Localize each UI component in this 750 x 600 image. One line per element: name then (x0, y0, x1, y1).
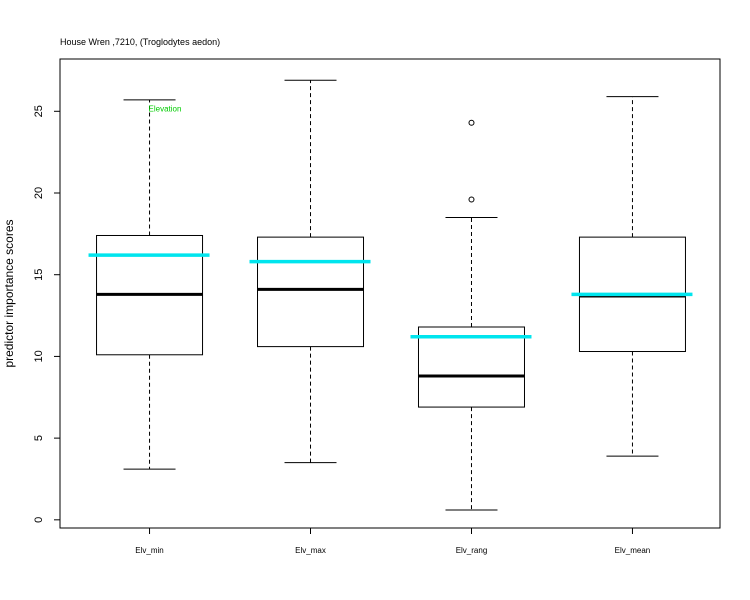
outlier-point (468, 196, 475, 203)
boxes (88, 79, 693, 511)
plot-frame (59, 58, 721, 529)
y-axis: 0 5 10 15 20 25 (33, 105, 60, 523)
y-tick-label: 20 (33, 187, 45, 199)
x-axis-labels: Elv_min Elv_max Elv_rang Elv_mean (135, 528, 650, 555)
box-Elv_min (88, 99, 210, 470)
x-tick-label: Elv_min (135, 546, 163, 555)
y-tick-label: 25 (33, 105, 45, 117)
box-Elv_rang (410, 119, 532, 511)
x-tick-label: Elv_mean (615, 546, 651, 555)
box-body (257, 236, 365, 348)
y-axis-label: predictor importance scores (2, 219, 16, 367)
box-Elv_max (249, 79, 371, 464)
y-tick-label: 10 (33, 350, 45, 362)
y-tick-label: 5 (33, 435, 45, 441)
x-tick-label: Elv_rang (456, 546, 488, 555)
annotation-label: Elevation (149, 104, 182, 113)
y-tick-label: 0 (33, 517, 45, 523)
x-tick-label: Elv_max (295, 546, 326, 555)
box-Elv_mean (571, 96, 693, 457)
outlier-point (468, 119, 475, 126)
chart-title: House Wren ,7210, (Troglodytes aedon) (60, 37, 220, 47)
y-tick-label: 15 (33, 269, 45, 281)
box-body (417, 326, 525, 408)
